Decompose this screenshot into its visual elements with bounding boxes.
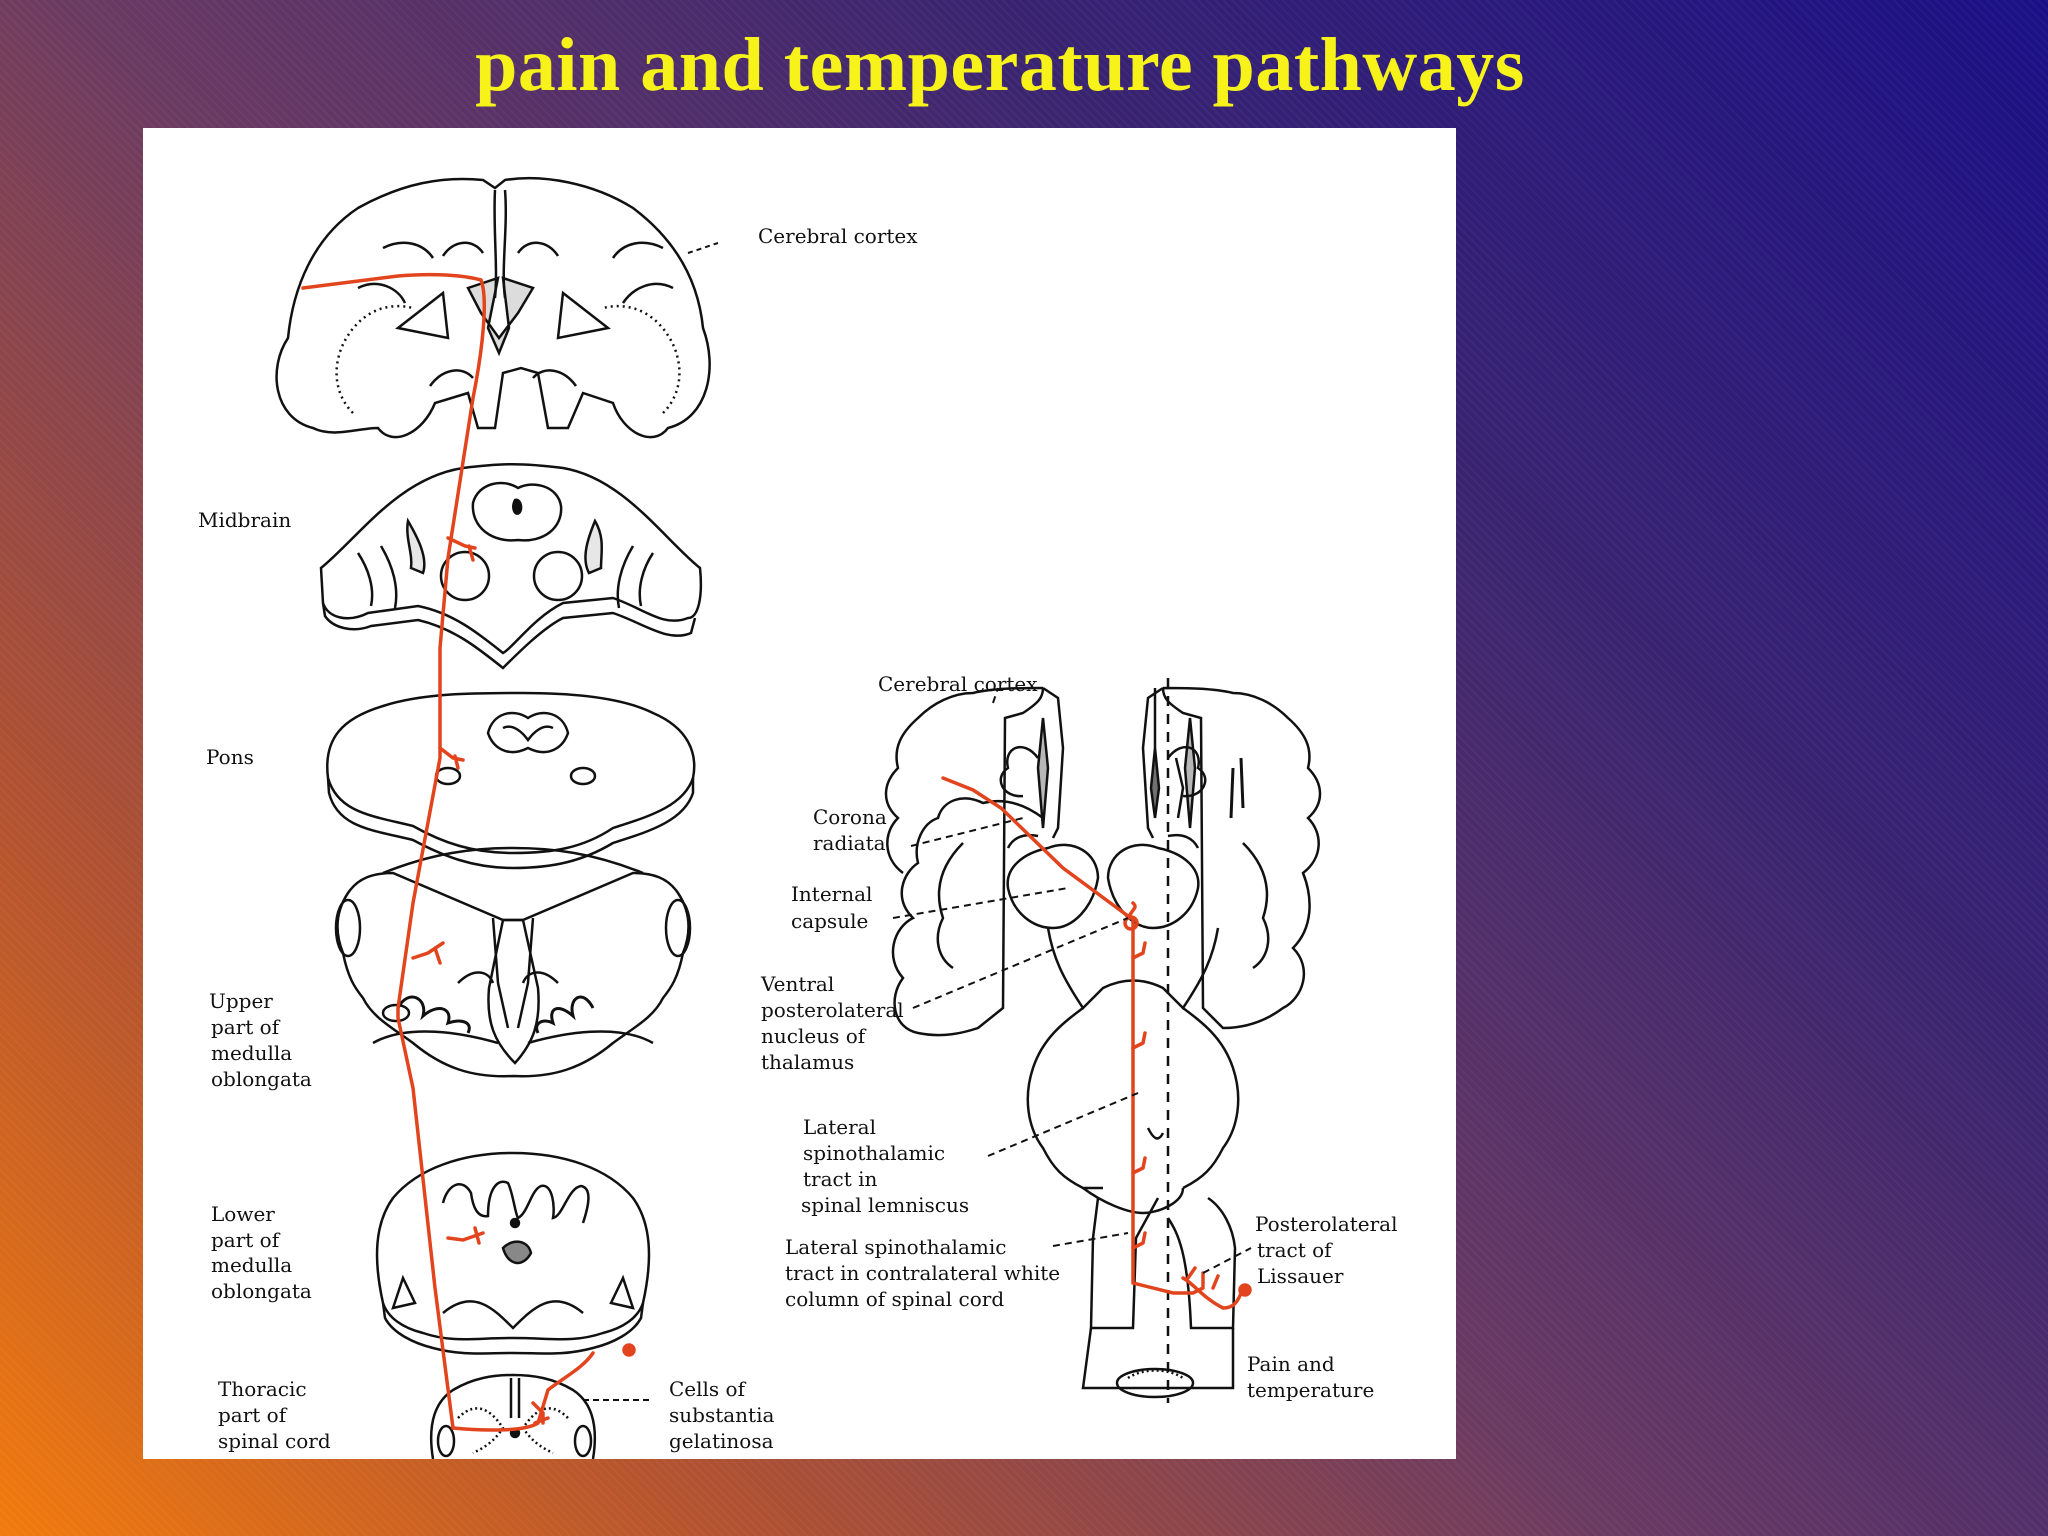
label-substantia-2: substantia xyxy=(669,1403,774,1427)
label-lower-medulla-4: oblongata xyxy=(211,1279,312,1303)
label-upper-medulla-3: medulla xyxy=(211,1041,292,1065)
label-pons: Pons xyxy=(206,745,254,769)
coronal-brain-section xyxy=(275,177,711,439)
label-lissauer-3: Lissauer xyxy=(1257,1264,1344,1288)
label-cerebral-cortex-left: Cerebral cortex xyxy=(758,224,918,248)
label-upper-medulla-4: oblongata xyxy=(211,1067,312,1091)
pathway-diagram: Cerebral cortex Midbrain Pons Upper part… xyxy=(198,177,1398,1459)
slide-title: pain and temperature pathways xyxy=(475,23,1525,107)
left-leaders xyxy=(583,242,719,1401)
label-lat-st-lemniscus-2: spinothalamic xyxy=(803,1141,945,1165)
label-thoracic-2: part of xyxy=(218,1403,288,1427)
right-pain-pathway xyxy=(941,776,1252,1310)
label-corona-1: Corona xyxy=(813,805,887,829)
label-lat-st-white-2: tract in contralateral white xyxy=(785,1261,1060,1285)
label-lissauer-1: Posterolateral xyxy=(1255,1212,1398,1236)
lower-medulla-section xyxy=(375,1151,651,1355)
label-pain-temp-1: Pain and xyxy=(1247,1352,1335,1376)
label-vpl-3: nucleus of xyxy=(761,1024,867,1048)
label-thoracic-3: spinal cord xyxy=(218,1429,331,1453)
label-substantia-3: gelatinosa xyxy=(669,1429,774,1453)
pons-section xyxy=(326,691,696,870)
label-lat-st-lemniscus-3: tract in xyxy=(803,1167,878,1191)
label-vpl-1: Ventral xyxy=(760,972,834,996)
right-leaders xyxy=(892,687,1252,1274)
label-substantia-1: Cells of xyxy=(669,1377,747,1401)
label-thoracic-1: Thoracic xyxy=(218,1377,307,1401)
label-lat-st-lemniscus-1: Lateral xyxy=(803,1115,876,1139)
label-midbrain: Midbrain xyxy=(198,508,291,532)
left-pain-pathway xyxy=(301,272,636,1432)
thoracic-cord-section xyxy=(429,1373,597,1459)
label-lat-st-white-1: Lateral spinothalamic xyxy=(785,1235,1006,1259)
upper-medulla-section xyxy=(334,846,692,1078)
right-labels: Cerebral cortex Corona radiata Internal … xyxy=(760,672,1398,1402)
label-vpl-2: posterolateral xyxy=(761,998,904,1022)
label-lower-medulla-3: medulla xyxy=(211,1253,292,1277)
label-corona-2: radiata xyxy=(813,831,886,855)
label-cerebral-cortex-right: Cerebral cortex xyxy=(878,672,1038,696)
left-labels: Cerebral cortex Midbrain Pons Upper part… xyxy=(198,224,918,1453)
label-vpl-4: thalamus xyxy=(761,1050,854,1074)
label-lat-st-white-3: column of spinal cord xyxy=(785,1287,1004,1311)
label-lower-medulla-2: part of xyxy=(211,1228,281,1252)
pathway-figure: Cerebral cortex Midbrain Pons Upper part… xyxy=(143,128,1456,1459)
label-pain-temp-2: temperature xyxy=(1247,1378,1374,1402)
label-internal-capsule-2: capsule xyxy=(791,909,868,933)
label-internal-capsule-1: Internal xyxy=(791,882,872,906)
label-lissauer-2: tract of xyxy=(1257,1238,1333,1262)
label-lower-medulla-1: Lower xyxy=(211,1202,275,1226)
label-upper-medulla-1: Upper xyxy=(209,989,273,1013)
midbrain-section xyxy=(319,463,703,670)
label-upper-medulla-2: part of xyxy=(211,1015,281,1039)
label-lat-st-lemniscus-4: spinal lemniscus xyxy=(801,1193,969,1217)
brainstem-dorsal-view xyxy=(884,686,1322,1399)
